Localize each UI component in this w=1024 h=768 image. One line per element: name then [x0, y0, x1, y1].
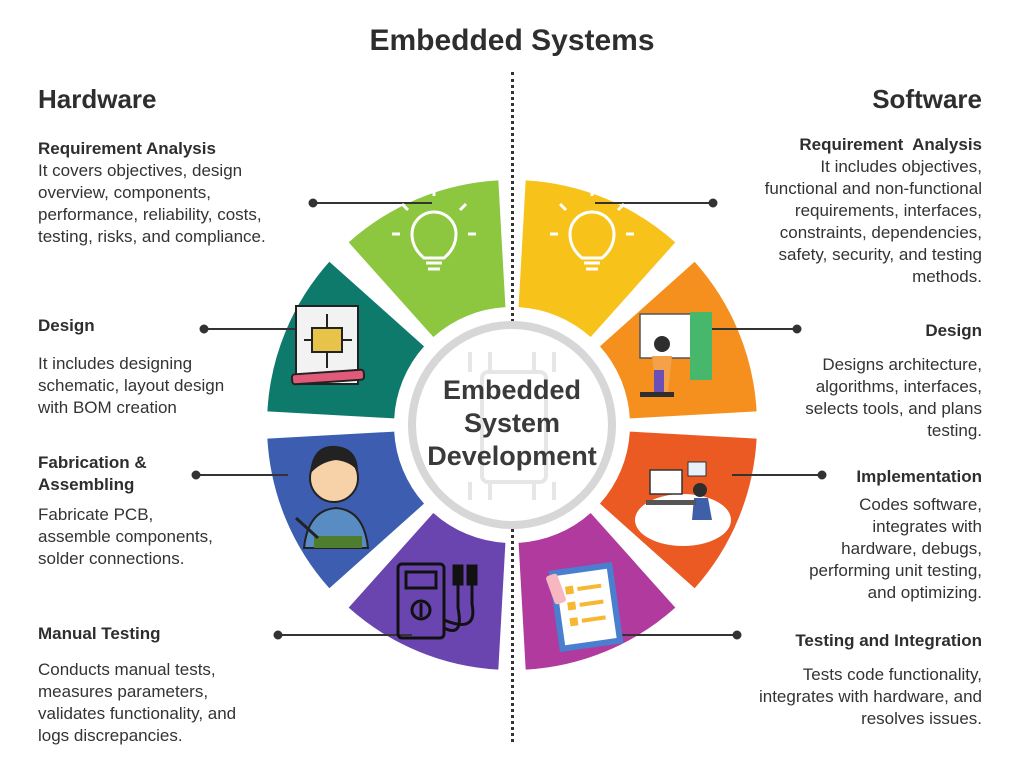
sw-lightbulb-icon: [550, 188, 634, 271]
developer-desk-icon: [635, 461, 731, 546]
desc-line: Fabricate PCB,: [38, 505, 154, 524]
sw-requirement-analysis: Requirement Analysis It includes objecti…: [682, 134, 982, 288]
desc-line: schematic, layout design: [38, 376, 225, 395]
soldering-person-icon: [294, 445, 370, 549]
desc-line: assemble components,: [38, 527, 213, 546]
hw-design-desc: It includes designing schematic, layout …: [38, 353, 278, 419]
sw-testing-integration-desc: Tests code functionality, integrates wit…: [682, 664, 982, 730]
desc-line: functional and non-functional: [764, 179, 982, 198]
sw-requirement-analysis-desc: It includes objectives, functional and n…: [682, 156, 982, 288]
desc-line: overview, components,: [38, 183, 211, 202]
desc-line: constraints, dependencies,: [779, 223, 982, 242]
desc-line: Conducts manual tests,: [38, 660, 216, 679]
hw-manual-testing-title: Manual Testing: [38, 624, 161, 643]
desc-line: requirements, interfaces,: [794, 201, 982, 220]
hw-lightbulb-icon: [392, 188, 476, 271]
desc-line: solder connections.: [38, 549, 185, 568]
hw-fabrication-desc: Fabricate PCB, assemble components, sold…: [38, 504, 278, 570]
desc-line: integrates with hardware, and: [758, 687, 982, 706]
sw-implementation: Implementation Codes software, integrate…: [742, 466, 982, 604]
center-circle: [408, 321, 616, 529]
desc-line: safety, security, and testing: [778, 245, 982, 264]
desc-line: performance, reliability, costs,: [38, 205, 262, 224]
desc-line: Tests code functionality,: [802, 665, 982, 684]
desc-line: logs discrepancies.: [38, 726, 183, 745]
checklist-icon: [546, 561, 624, 653]
segment-hw-manual-testing: [348, 512, 506, 670]
desc-line: performing unit testing,: [809, 561, 982, 580]
desc-line: and optimizing.: [867, 583, 982, 602]
title-line: Fabrication &: [38, 453, 147, 472]
title-line: Assembling: [38, 475, 135, 494]
hw-requirement-analysis: Requirement Analysis It covers objective…: [38, 138, 338, 248]
software-heading: Software: [872, 84, 982, 114]
design-board-icon: [639, 312, 712, 397]
desc-line: integrates with: [872, 517, 982, 536]
desc-line: testing, risks, and compliance.: [38, 227, 266, 246]
desc-line: algorithms, interfaces,: [815, 377, 982, 396]
sw-design: Design Designs architecture, algorithms,…: [742, 320, 982, 442]
desc-line: Designs architecture,: [822, 355, 982, 374]
sw-implementation-desc: Codes software, integrates with hardware…: [742, 494, 982, 604]
desc-line: Codes software,: [859, 495, 982, 514]
hw-design: Design It includes designing schematic, …: [38, 315, 278, 419]
chip-watermark-icon: [468, 352, 556, 500]
desc-line: selects tools, and plans: [805, 399, 982, 418]
sw-requirement-analysis-title: Requirement Analysis: [799, 135, 982, 154]
desc-line: testing.: [927, 421, 982, 440]
sw-design-title: Design: [925, 321, 982, 340]
desc-line: validates functionality, and: [38, 704, 237, 723]
center-label-line-2: System: [464, 408, 560, 438]
multimeter-icon: [396, 562, 478, 640]
sw-testing-integration-title: Testing and Integration: [795, 631, 982, 650]
desc-line: measures parameters,: [38, 682, 209, 701]
center-label: Embedded System Development: [427, 375, 597, 471]
hw-design-title: Design: [38, 316, 95, 335]
sw-design-desc: Designs architecture, algorithms, interf…: [742, 354, 982, 442]
desc-line: It includes objectives,: [820, 157, 982, 176]
center-label-line-3: Development: [427, 441, 597, 471]
sw-testing-integration: Testing and Integration Tests code funct…: [682, 630, 982, 730]
hw-requirement-analysis-desc: It covers objectives, design overview, c…: [38, 160, 338, 248]
desc-line: It covers objectives, design: [38, 161, 243, 180]
desc-line: with BOM creation: [38, 398, 177, 417]
center-label-line-1: Embedded: [443, 375, 581, 405]
schematic-icon: [290, 305, 366, 386]
hw-manual-testing-desc: Conducts manual tests, measures paramete…: [38, 659, 298, 747]
desc-line: It includes designing: [38, 354, 193, 373]
page-title: Embedded Systems: [369, 24, 655, 57]
hw-fabrication: Fabrication & Assembling Fabricate PCB, …: [38, 452, 278, 570]
desc-line: methods.: [912, 267, 982, 286]
sw-implementation-title: Implementation: [856, 467, 982, 486]
hw-manual-testing: Manual Testing Conducts manual tests, me…: [38, 623, 298, 747]
connector-lines: [191, 198, 827, 640]
desc-line: resolves issues.: [861, 709, 982, 728]
hw-fabrication-title: Fabrication & Assembling: [38, 452, 278, 496]
hardware-heading: Hardware: [38, 84, 157, 114]
desc-line: hardware, debugs,: [841, 539, 982, 558]
hw-requirement-analysis-title: Requirement Analysis: [38, 139, 216, 158]
